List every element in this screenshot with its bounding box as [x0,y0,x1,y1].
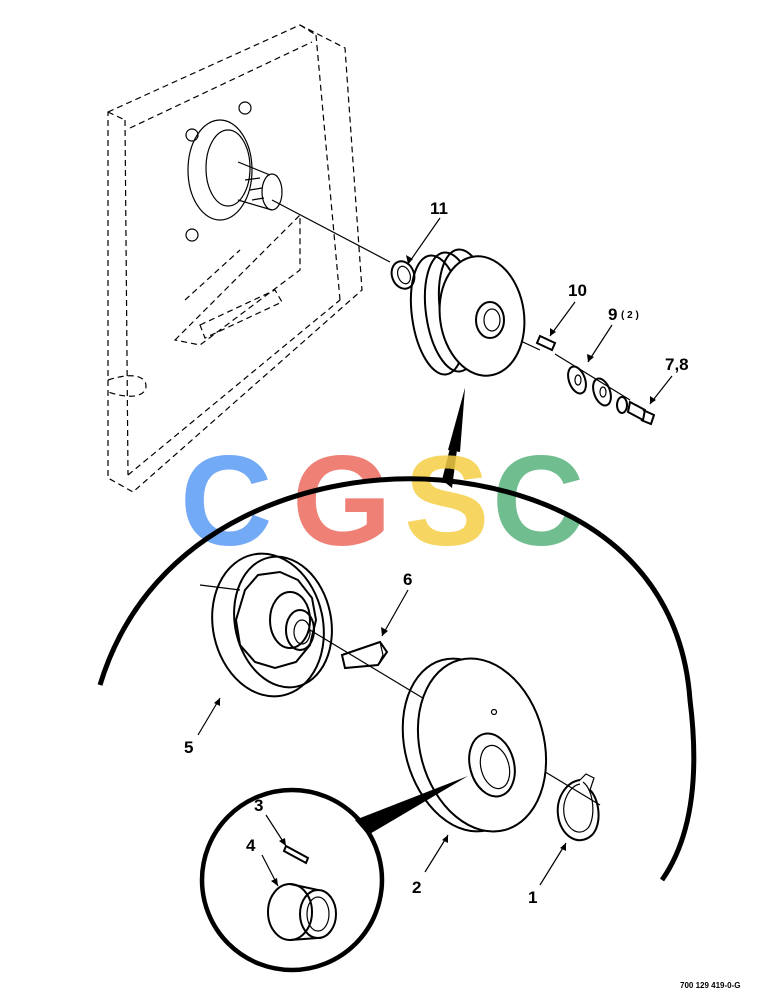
callout-4: 4 [246,836,256,855]
callout-3: 3 [254,796,263,815]
callout-9-quantity: ( 2 ) [621,310,639,321]
inset-detail-circle [199,787,385,973]
part-6-key [340,640,389,670]
part-1-snap-ring [556,773,600,842]
detail-pointer-inset [355,776,468,835]
part-7-8-bolt-and-lockwasher [616,396,656,426]
callout-2: 2 [412,878,421,897]
leader-lines [197,217,673,887]
mounting-bracket [107,24,363,493]
drawing-number: 700 129 419-0-G [680,981,741,990]
part-9-washers [567,365,612,407]
detail-view-arc [97,476,697,882]
callout-5: 5 [184,738,193,757]
part-3-pin [282,844,310,865]
callout-7-8: 7,8 [665,355,689,374]
part-10-key [535,334,557,352]
callout-1: 1 [528,888,537,907]
part-4-bushing [267,883,337,941]
callout-6: 6 [403,570,412,589]
part-5-flange-hub [199,552,333,698]
watermark-letter-s: S [404,430,489,573]
part-11-retaining-ring [390,260,416,290]
watermark-letter-g: G [292,430,392,573]
callout-10: 10 [568,281,587,300]
callout-9: 9 [608,305,617,324]
callout-labels: 11 10 9 ( 2 ) 7,8 6 5 3 4 2 1 [184,199,689,907]
watermark-letter-c1: C [180,430,272,573]
drive-shaft-hub [185,101,283,242]
detail-pointer-top [442,388,465,488]
cgsc-watermark: C G S C [180,430,584,573]
callout-11: 11 [430,199,448,218]
part-2-pulley [401,657,548,833]
pulley-assembly-top [409,248,526,377]
